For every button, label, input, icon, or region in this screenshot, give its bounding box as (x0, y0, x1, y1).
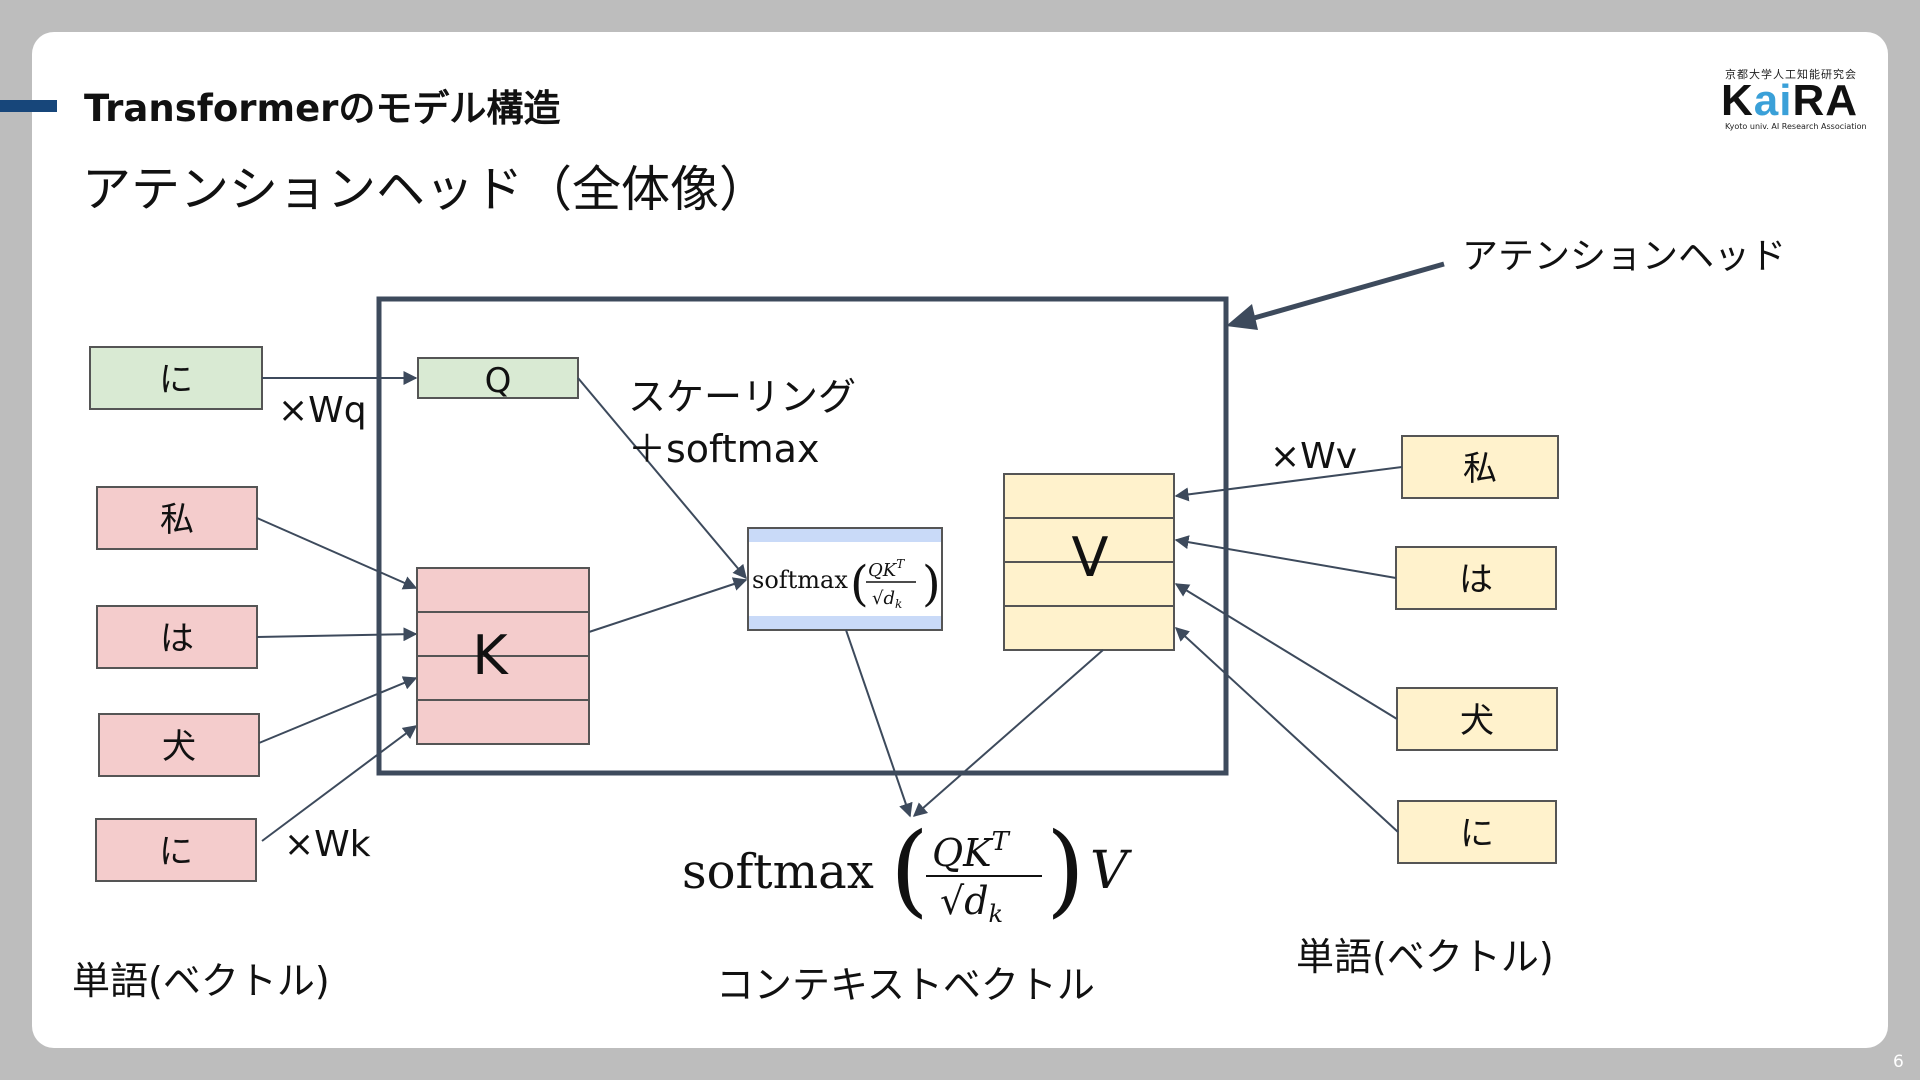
k-arrow-3 (258, 676, 418, 744)
v-input-word-3: 犬 (1460, 701, 1494, 741)
k-input-word-box-2 (96, 605, 258, 669)
v-input-word-box-2 (1395, 546, 1557, 610)
q-to-softmax-arrow (577, 377, 747, 580)
v-input-word-4: に (1460, 814, 1494, 854)
v-arrow-4 (1174, 627, 1399, 833)
output-v: V (1090, 841, 1132, 901)
right-caption: 単語(ベクトル) (1296, 935, 1554, 979)
v-to-output-arrow (912, 649, 1104, 817)
k-input-word-box-3 (98, 713, 260, 777)
context-formula: softmax ( QKT √dk ) V (682, 811, 1132, 928)
softmax-band-bottom (749, 616, 941, 629)
wq-label: ×Wq (278, 390, 367, 431)
k-input-word-4: に (159, 832, 193, 872)
softmax-band-top (749, 529, 941, 542)
wk-label: ×Wk (284, 824, 371, 865)
attention-head-box (376, 296, 1229, 776)
scaling-label-line1: スケーリング (628, 375, 856, 419)
output-denominator: √dk (940, 879, 1003, 928)
k-input-word-2: は (160, 619, 194, 659)
v-input-word-box-4 (1397, 800, 1557, 864)
q-input-word-box (89, 346, 263, 410)
q-box (417, 357, 579, 399)
softmax-small-paren-right: ) (922, 556, 941, 612)
output-softmax-word: softmax (682, 844, 874, 900)
head-pointer-arrow (1239, 261, 1445, 325)
k-arrow-1 (256, 517, 418, 590)
softmax-box (747, 527, 943, 631)
page-title: アテンションヘッド（全体像） (82, 161, 769, 218)
q-input-word: に (159, 360, 193, 400)
softmax-small-paren-left: ( (850, 556, 869, 612)
softmax-small-word: softmax (752, 566, 848, 594)
k-input-word-box-1 (96, 486, 258, 550)
kaira-logo: 京都大学人工知能研究会 KaiRA Kyoto univ. AI Researc… (1715, 66, 1875, 132)
logo-top-text: 京都大学人工知能研究会 (1725, 68, 1857, 81)
k-to-softmax-arrow (588, 577, 748, 633)
output-numerator: QKT (932, 827, 1011, 875)
wv-label: ×Wv (1270, 436, 1357, 477)
accent-bar (0, 100, 57, 112)
left-caption: 単語(ベクトル) (72, 959, 330, 1003)
softmax-to-output-arrow (845, 629, 913, 818)
section-title: Transformerのモデル構造 (84, 87, 561, 130)
v-input-word-2: は (1459, 560, 1493, 600)
v-label: V (1072, 526, 1109, 589)
output-paren-left: ( (890, 811, 929, 928)
softmax-small-denominator: √dk (872, 588, 902, 611)
k-input-word-3: 犬 (162, 727, 196, 767)
v-input-word-box-1 (1401, 435, 1559, 499)
head-pointer-arrowhead (1226, 304, 1258, 330)
v-input-word-1: 私 (1463, 449, 1497, 489)
k-arrow-4 (261, 725, 418, 842)
slide (32, 32, 1888, 1048)
k-arrow-2 (256, 627, 418, 642)
k-input-word-1: 私 (160, 500, 194, 540)
k-label: K (472, 624, 509, 687)
logo-subtitle: Kyoto univ. AI Research Association (1725, 122, 1867, 131)
logo-wordmark: KaiRA (1721, 76, 1859, 125)
scaling-label-line2: ＋softmax (628, 427, 819, 471)
attention-head-label: アテンションヘッド (1462, 236, 1786, 277)
context-vector-label: コンテキストベクトル (716, 963, 1095, 1007)
v-arrow-2 (1174, 535, 1397, 579)
q-label: Q (485, 361, 512, 401)
v-arrow-3 (1174, 583, 1398, 720)
output-paren-right: ) (1046, 811, 1085, 928)
page-number: 6 (1893, 1052, 1904, 1072)
k-input-word-box-4 (95, 818, 257, 882)
v-arrow-1 (1174, 466, 1403, 502)
